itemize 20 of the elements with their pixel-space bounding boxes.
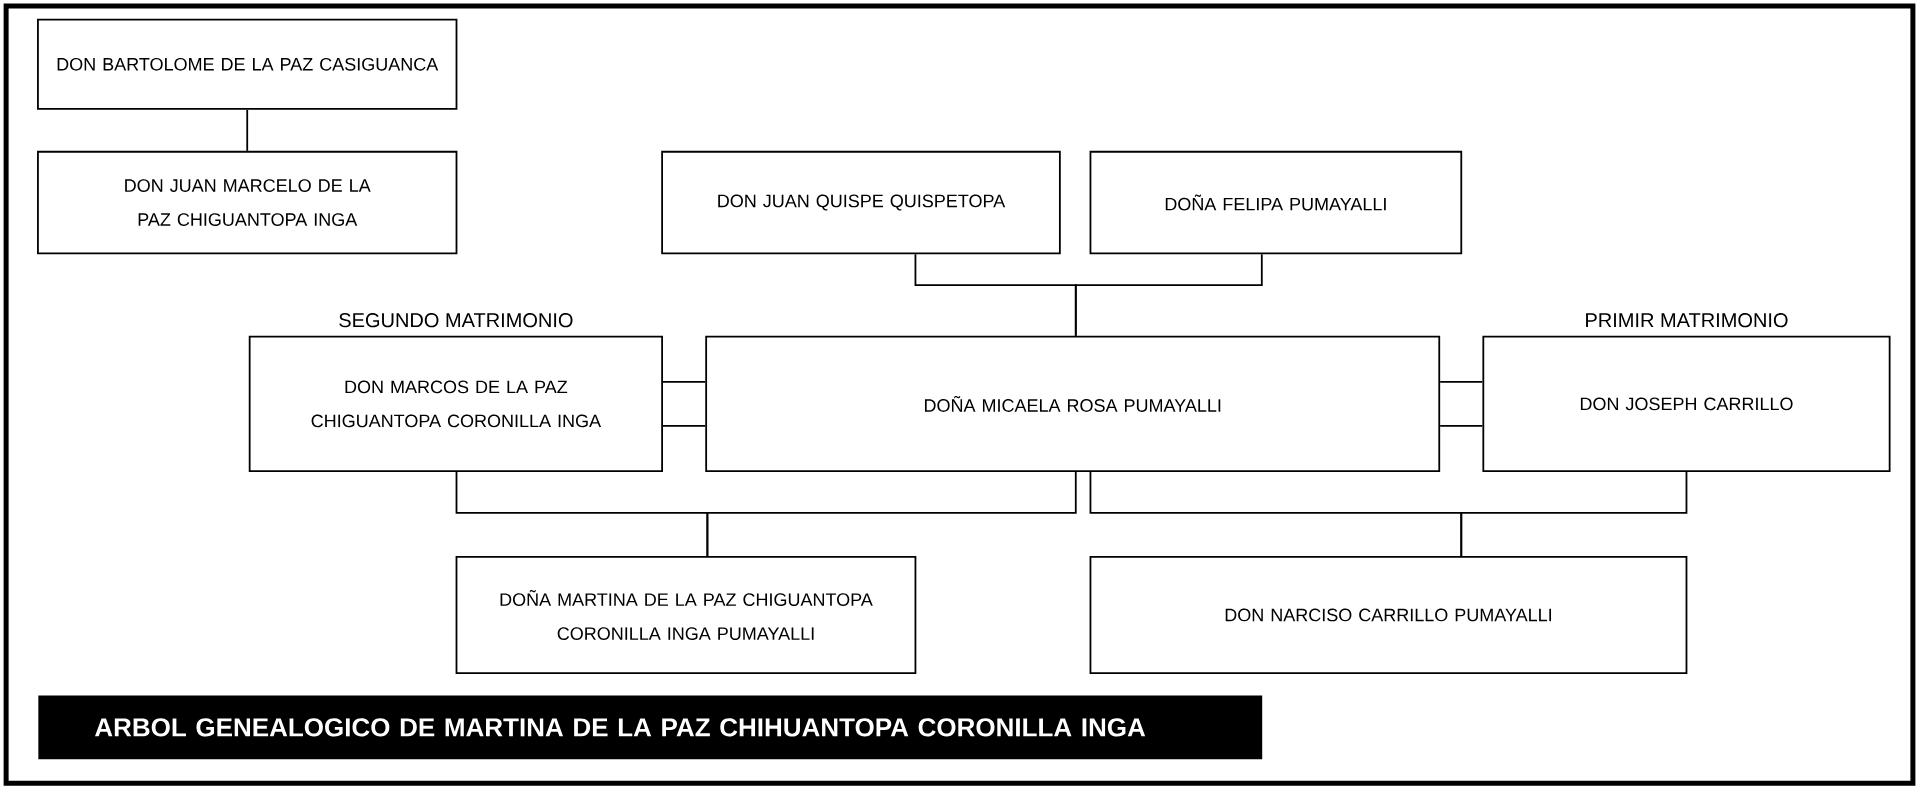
person-box: DON JUAN MARCELO DE LA PAZ CHIGUANTOPA INGA: [37, 150, 458, 255]
connector-line: [1074, 253, 1263, 337]
title-bar: ARBOL GENEALOGICO DE MARTINA DE LA PAZ CHIHUANTOPA CORONILLA INGA: [38, 695, 1263, 760]
person-box: DON MARCOS DE LA PAZ CHIGUANTOPA CORONILLA INGA: [248, 335, 663, 473]
connector-line: [246, 108, 249, 152]
person-box: DOÑA FELIPA PUMAYALLI: [1089, 150, 1463, 255]
connector-line: [1439, 425, 1484, 427]
connector-line: [662, 380, 707, 383]
connector-line: [662, 425, 707, 427]
marriage-label: PRIMIR MATRIMONIO: [1586, 313, 1788, 328]
person-box: DOÑA MARTINA DE LA PAZ CHIGUANTOPA CORONILLA INGA PUMAYALLI: [455, 555, 917, 674]
person-box: DON NARCISO CARRILLO PUMAYALLI: [1089, 555, 1688, 674]
connector-line: [1439, 380, 1484, 383]
connector-line: [1460, 471, 1688, 557]
marriage-label: SEGUNDO MATRIMONIO: [339, 313, 573, 328]
person-box: DON BARTOLOME DE LA PAZ CASIGUANCA: [37, 18, 458, 110]
connector-line: [706, 471, 1077, 557]
person-box: DON JUAN QUISPE QUISPETOPA: [661, 150, 1061, 255]
person-box: DOÑA MICAELA ROSA PUMAYALLI: [705, 335, 1441, 473]
person-box: DON JOSEPH CARRILLO: [1482, 335, 1891, 473]
